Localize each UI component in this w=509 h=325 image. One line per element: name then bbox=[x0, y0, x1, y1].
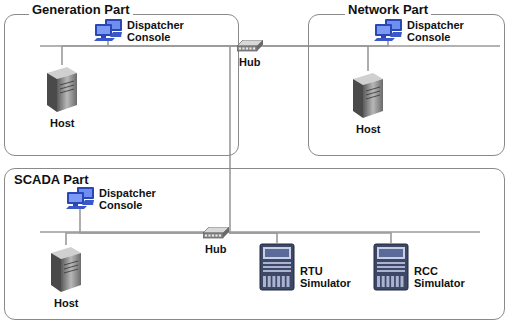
group-heading: Generation Part bbox=[29, 2, 133, 17]
network-link bbox=[80, 209, 203, 233]
group-heading: Network Part bbox=[345, 2, 431, 17]
group-heading: SCADA Part bbox=[11, 172, 92, 187]
host-device: Host bbox=[351, 71, 385, 135]
dc-icon bbox=[65, 187, 95, 209]
device-label: Dispatcher Console bbox=[127, 19, 184, 43]
group-box: Generation PartDispatcher ConsoleHost bbox=[4, 14, 239, 156]
host-icon bbox=[45, 65, 79, 113]
rack-icon bbox=[373, 243, 409, 291]
host-device: Host bbox=[49, 245, 83, 309]
device-label: Dispatcher Console bbox=[407, 19, 464, 43]
network-link bbox=[229, 233, 391, 243]
console-device: Dispatcher Console bbox=[93, 19, 184, 43]
hub-device: Hub bbox=[237, 40, 263, 68]
host-device: Host bbox=[45, 65, 79, 129]
device-label: Dispatcher Console bbox=[99, 187, 156, 211]
device-label: Host bbox=[356, 123, 380, 135]
network-link bbox=[62, 46, 237, 65]
console-device: Dispatcher Console bbox=[373, 19, 464, 43]
device-label: Host bbox=[50, 117, 74, 129]
simulator-device: RCC Simulator bbox=[373, 243, 465, 291]
hub-icon bbox=[237, 40, 263, 52]
group-box: Network PartDispatcher ConsoleHost bbox=[308, 14, 505, 156]
hub-device: Hub bbox=[203, 227, 229, 255]
device-label: RTU Simulator bbox=[300, 265, 351, 289]
group-box: SCADA PartDispatcher ConsoleHubHost RTU S… bbox=[4, 168, 505, 320]
host-icon bbox=[351, 71, 385, 119]
simulator-device: RTU Simulator bbox=[259, 243, 351, 291]
hub-icon bbox=[203, 227, 229, 239]
dc-icon bbox=[373, 19, 403, 41]
device-label: RCC Simulator bbox=[414, 265, 465, 289]
network-link bbox=[263, 46, 368, 71]
device-label: Hub bbox=[239, 56, 260, 68]
network-link bbox=[229, 46, 237, 233]
console-device: Dispatcher Console bbox=[65, 187, 156, 211]
network-link bbox=[66, 233, 203, 245]
device-label: Hub bbox=[205, 243, 226, 255]
device-label: Host bbox=[54, 297, 78, 309]
rack-icon bbox=[259, 243, 295, 291]
dc-icon bbox=[93, 19, 123, 41]
host-icon bbox=[49, 245, 83, 293]
network-link bbox=[229, 233, 277, 243]
